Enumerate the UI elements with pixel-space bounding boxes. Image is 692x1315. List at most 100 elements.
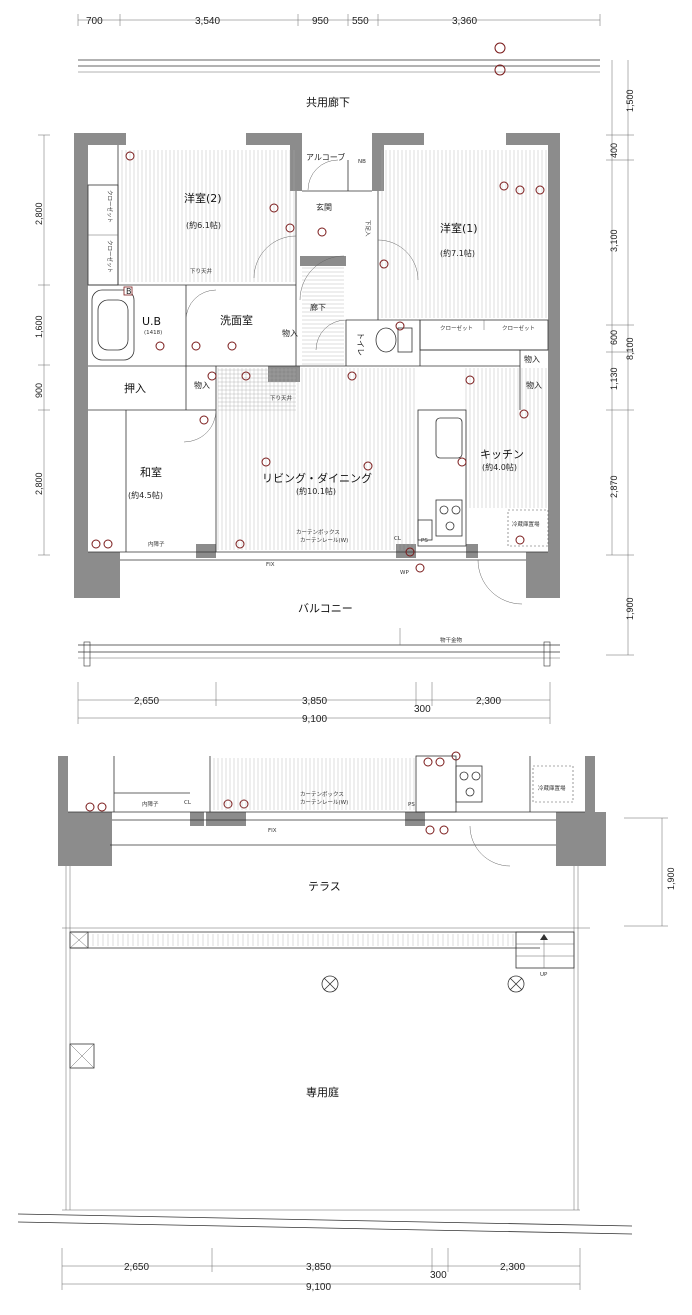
outlet-icon xyxy=(241,371,251,381)
mid-dim-4: 2,300 xyxy=(476,696,501,707)
kitchen-area: (約4.0帖) xyxy=(482,462,517,472)
right-dim-5: 1,130 xyxy=(609,367,619,390)
outlet-icon xyxy=(103,539,113,549)
left-dimension-line: 2,800 1,600 900 2,800 xyxy=(34,134,50,556)
wp-label: WP xyxy=(400,570,409,576)
living-label: リビング・ダイニング xyxy=(262,471,372,485)
closet-western2: クローゼット クローゼット xyxy=(87,184,119,286)
outlet-icon xyxy=(125,151,135,161)
outlet-icon xyxy=(519,409,529,419)
curtain-rail-lower: カーテンレール(W) xyxy=(300,799,348,806)
naishoji-lower: 内障子 xyxy=(142,800,159,808)
storage-label-2: 物入 xyxy=(194,380,210,390)
outlet-icon xyxy=(423,757,433,767)
entrance-label: 玄関 xyxy=(316,202,332,212)
curtain-box-label: カーテンボックス xyxy=(296,528,340,536)
storage-label-3: 物入 xyxy=(524,354,540,364)
outlet-icon xyxy=(239,799,249,809)
mid-dim-total: 9,100 xyxy=(302,714,327,725)
stove-icon xyxy=(435,499,463,537)
right-dim-6: 2,870 xyxy=(609,475,619,498)
terrace-label: テラス xyxy=(308,880,341,893)
cl-label: CL xyxy=(394,536,402,542)
outlet-icon xyxy=(85,802,95,812)
outlet-icon xyxy=(91,539,101,549)
outlet-icon xyxy=(457,457,467,467)
fridge-label: 冷蔵庫置場 xyxy=(512,520,540,528)
sagari-label-2: 下り天井 xyxy=(270,394,293,402)
corridor-label: 共用廊下 xyxy=(306,95,350,109)
tatami-label: 和室 xyxy=(140,465,162,479)
outlet-icon xyxy=(515,535,525,545)
shoes-label: 下足入 xyxy=(364,220,371,237)
outlet-icon xyxy=(535,185,545,195)
right-dim-total: 8,100 xyxy=(625,337,635,360)
mid-dim-3: 300 xyxy=(414,704,431,715)
sagari-label-1: 下り天井 xyxy=(190,267,213,275)
western2-label: 洋室(2) xyxy=(184,191,222,205)
kitchen-label: キッチン xyxy=(480,448,524,461)
toilet-label: トイレ xyxy=(356,332,365,356)
ub-label: U.B xyxy=(142,315,161,328)
top-dimension-line: 700 3,540 950 550 3,360 xyxy=(77,14,601,27)
alcove-label: アルコーブ xyxy=(306,152,345,162)
lower-dim-2: 3,850 xyxy=(306,1262,331,1273)
western1-label: 洋室(1) xyxy=(440,221,478,235)
lower-bottom-dimension: 2,650 3,850 300 2,300 9,100 xyxy=(61,1248,581,1293)
outlet-icon xyxy=(499,181,509,191)
outlet-icon xyxy=(405,547,415,557)
outlet-icon xyxy=(425,825,435,835)
ps-label: PS xyxy=(421,538,428,544)
equipment-symbols xyxy=(85,151,545,835)
curtain-box-lower: カーテンボックス xyxy=(300,790,344,798)
lower-dim-4: 2,300 xyxy=(500,1262,525,1273)
outlet-icon xyxy=(465,375,475,385)
outlet-icon xyxy=(97,802,107,812)
pipe-icon xyxy=(494,64,506,76)
outlet-icon xyxy=(285,223,295,233)
fix-label: FIX xyxy=(266,562,275,568)
kitchen-counter xyxy=(417,409,467,547)
outlet-icon xyxy=(347,371,357,381)
corridor-railing xyxy=(78,42,600,76)
naishoji-label: 内障子 xyxy=(148,540,165,548)
western2-area: (約6.1帖) xyxy=(186,220,221,230)
top-dim-2: 3,540 xyxy=(195,16,220,27)
outlet-icon xyxy=(439,825,449,835)
ps-lower: PS xyxy=(408,802,415,808)
floor-hatching xyxy=(121,150,547,550)
right-dim-3: 3,100 xyxy=(609,229,619,252)
outlet-icon xyxy=(223,799,233,809)
private-garden-label: 専用庭 xyxy=(306,1085,339,1099)
svg-text:B: B xyxy=(126,287,132,296)
outlet-icon xyxy=(207,371,217,381)
bath-unit: B xyxy=(91,286,135,361)
storage-label-4: 物入 xyxy=(526,380,542,390)
lower-dim-1: 2,650 xyxy=(124,1262,149,1273)
closet-western1: クローゼット クローゼット xyxy=(419,319,549,351)
top-dim-5: 3,360 xyxy=(452,16,477,27)
right-dim-1: 1,500 xyxy=(625,89,635,112)
lower-dim-total: 9,100 xyxy=(306,1282,331,1293)
outlet-icon xyxy=(191,341,201,351)
garden-light-icon xyxy=(507,975,525,993)
top-dim-3: 950 xyxy=(312,16,329,27)
right-dim-2: 400 xyxy=(609,143,619,158)
right-dim-7: 1,900 xyxy=(625,597,635,620)
balcony-label: バルコニー xyxy=(298,602,353,615)
fix-lower: FIX xyxy=(268,828,277,834)
lower-dim-3: 300 xyxy=(430,1270,447,1281)
door-arcs xyxy=(183,159,523,605)
up-label: UP xyxy=(540,972,548,978)
lower-right-dim: 1,900 xyxy=(666,867,676,890)
top-dim-1: 700 xyxy=(86,16,103,27)
garden-light-icon xyxy=(321,975,339,993)
outlet-icon xyxy=(269,203,279,213)
pipe-icon xyxy=(494,42,506,54)
storage-label-1: 物入 xyxy=(282,328,298,338)
lower-right-dimension: 1,900 xyxy=(624,817,676,927)
outlet-icon xyxy=(363,461,373,471)
left-dim-4: 2,800 xyxy=(34,472,44,495)
curtain-rail-label: カーテンレール(W) xyxy=(300,537,348,544)
